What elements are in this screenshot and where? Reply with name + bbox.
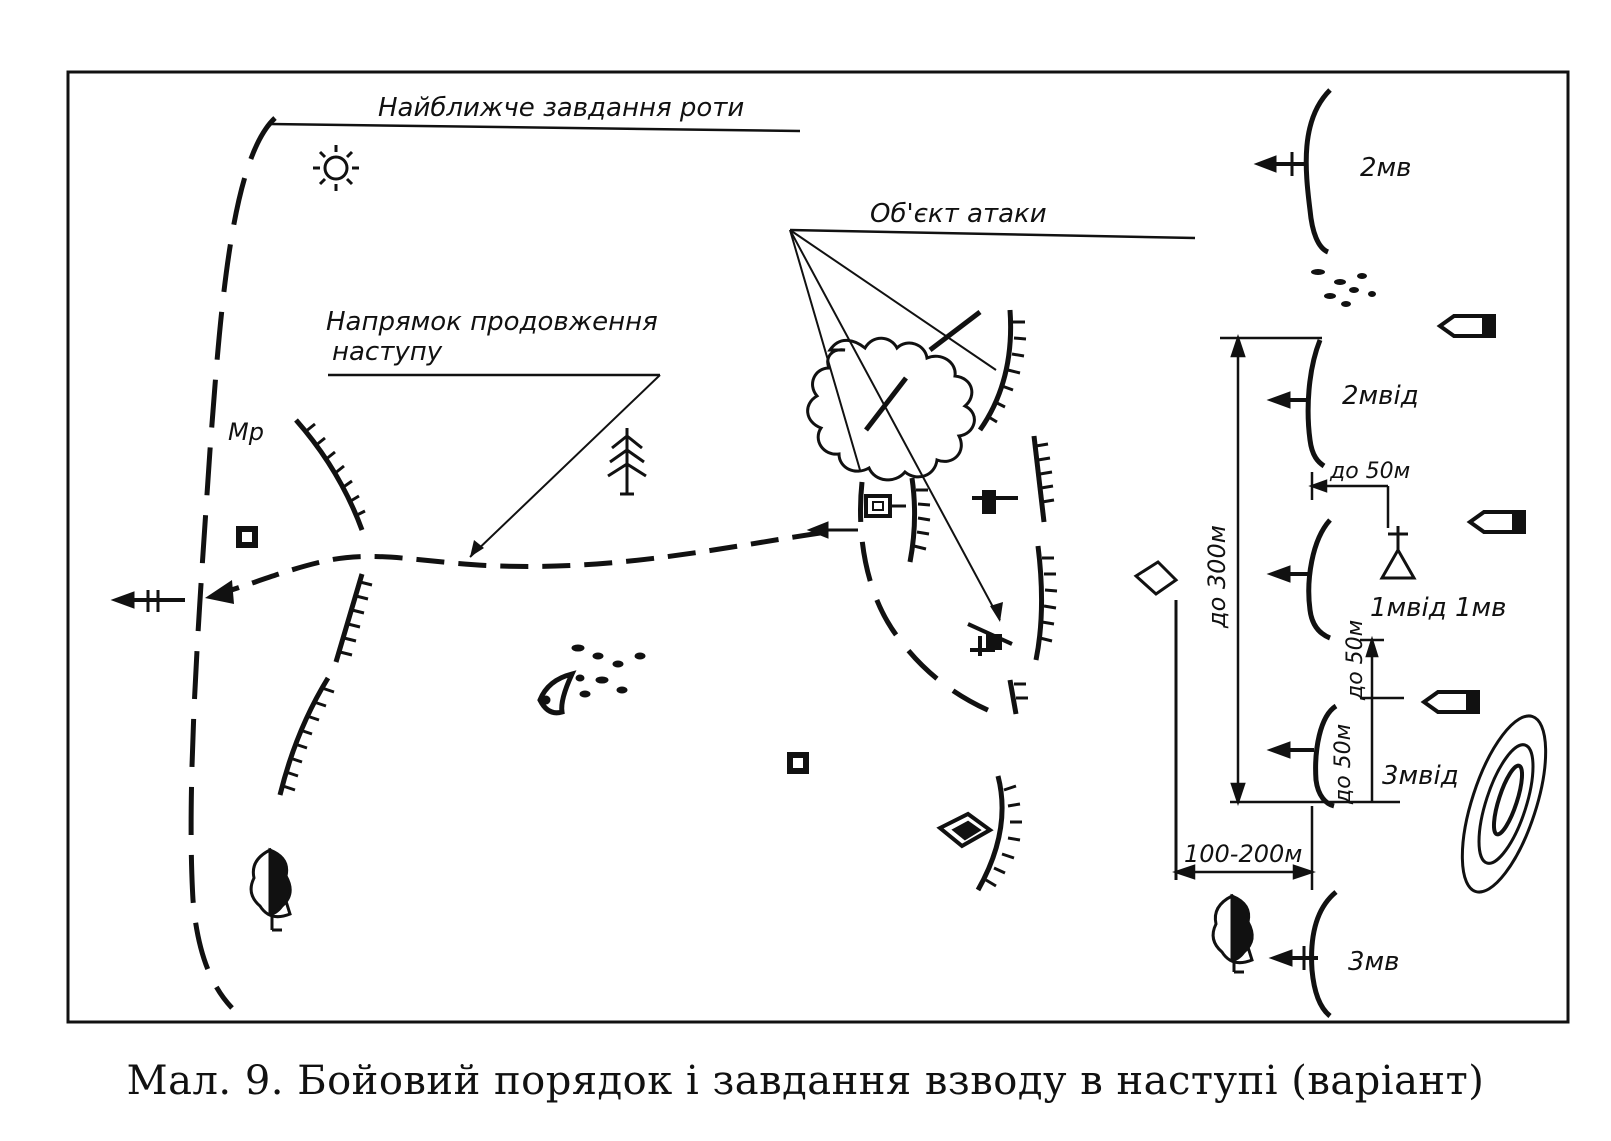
unit-arrow-3mv: [1268, 946, 1318, 970]
label-dist-300: до 300м: [1203, 525, 1231, 629]
trench-left-2: [333, 573, 373, 663]
unit-arrow-2mvid: [1266, 391, 1310, 409]
bracket-2mvid: [1305, 339, 1326, 469]
continue-direction-label-line1: Напрямок продовження: [326, 307, 658, 337]
observation-post-icon: [864, 494, 906, 518]
continue-direction-arrowhead: [470, 540, 484, 557]
woodland-outline: [806, 336, 976, 482]
strike-mark: [928, 310, 982, 352]
attack-object-underline: [789, 228, 1196, 240]
dimension-50-top: [1308, 472, 1390, 528]
bracket-3mv: [1309, 890, 1338, 1018]
anti-tank-gun-icon: [972, 490, 1018, 514]
diagram-frame: [66, 70, 1570, 1024]
attack-object-arrowhead: [990, 602, 1003, 622]
mr-label: Мр: [228, 418, 264, 446]
trench-left-3: [277, 676, 335, 796]
attack-object-leaders: [789, 229, 1001, 621]
command-post-icon: [1379, 526, 1417, 580]
sun-icon: [313, 145, 359, 191]
strike-mark: [864, 376, 908, 432]
vehicle-dust-icon: [537, 644, 646, 716]
trench-center-5: [1007, 679, 1028, 715]
arrow-small-icon: [806, 521, 858, 539]
company-task-leader: [269, 122, 801, 133]
unit-arrow-2mv: [1253, 152, 1305, 176]
trench-left-1: [294, 418, 366, 531]
bracket-1mvid: [1306, 518, 1332, 641]
company-task-line: [188, 116, 277, 1010]
continue-direction-label-line2: наступу: [332, 337, 443, 367]
attack-direction-arrowhead: [205, 580, 234, 604]
dimension-50-mid: [1360, 635, 1404, 802]
company-task-label: Найближче завдання роти: [378, 93, 744, 123]
continue-direction-leader: [469, 374, 661, 558]
label-2mv: 2мв: [1360, 153, 1411, 183]
unit-arrow-1mvid: [1266, 565, 1312, 583]
tank-icon: [1466, 510, 1526, 534]
dust-cluster: [1311, 269, 1376, 307]
bracket-3mvid: [1313, 703, 1338, 809]
bunker-icon: [787, 752, 809, 774]
tank-icon: [1420, 690, 1480, 714]
label-1mvid-1mv: 1мвід 1мв: [1370, 593, 1506, 623]
unit-arrow-3mvid: [1266, 741, 1314, 759]
attack-direction-line: [214, 530, 821, 598]
flag-diamond-icon: [1133, 560, 1179, 880]
enemy-defense-line: [858, 481, 994, 715]
label-3mv: 3мв: [1348, 947, 1399, 977]
attack-object-label: Об'єкт атаки: [870, 199, 1047, 229]
bunker-icon: [236, 526, 258, 548]
trench-center-1: [977, 309, 1027, 432]
diamond-icon: [936, 811, 994, 849]
label-dist-50-low: до 50м: [1331, 724, 1356, 805]
deciduous-tree-icon: [1211, 893, 1254, 974]
fir-tree-icon: [607, 428, 647, 496]
tank-icon: [1436, 314, 1496, 338]
bracket-2mv: [1303, 88, 1332, 255]
trench-center-4: [1033, 545, 1058, 661]
deciduous-tree-icon: [249, 847, 292, 932]
trench-center-6: [975, 775, 1022, 892]
label-3mvid: 3мвід: [1382, 761, 1459, 791]
trench-center-3: [1031, 435, 1055, 523]
label-dist-50-mid: до 50м: [1343, 620, 1368, 701]
dimension-100-200: [1172, 806, 1316, 890]
trench-center-2: [907, 477, 931, 563]
label-dist-50-top: до 50м: [1329, 459, 1410, 484]
figure-caption: Мал. 9. Бойовий порядок і завдання взвод…: [126, 1058, 1485, 1104]
hill-contour: [1460, 714, 1548, 894]
label-2mvid: 2мвід: [1342, 381, 1419, 411]
gun-position-icon: [967, 622, 1013, 656]
label-dist-100-200: 100-200м: [1184, 840, 1302, 868]
unit-symbol-left: [110, 590, 185, 612]
